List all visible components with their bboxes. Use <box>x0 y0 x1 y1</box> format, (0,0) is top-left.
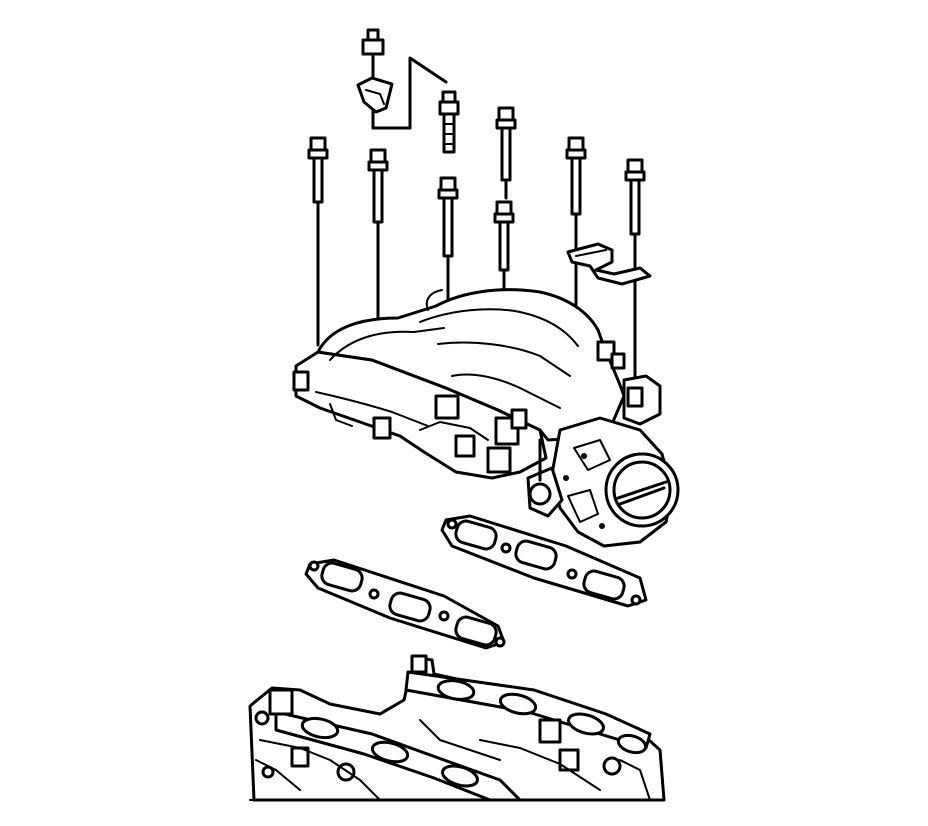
manifold-gasket-left <box>304 558 506 650</box>
bolt-1 <box>307 136 329 347</box>
harness-clip <box>356 28 448 130</box>
stud <box>438 90 460 154</box>
engine-block <box>248 654 666 802</box>
bolt-4 <box>495 106 517 200</box>
bolt-7 <box>624 158 646 382</box>
manifold-gasket-right <box>440 514 648 608</box>
bracket <box>566 242 652 286</box>
upper-intake-manifold <box>292 288 662 480</box>
throttle-body <box>526 416 680 548</box>
